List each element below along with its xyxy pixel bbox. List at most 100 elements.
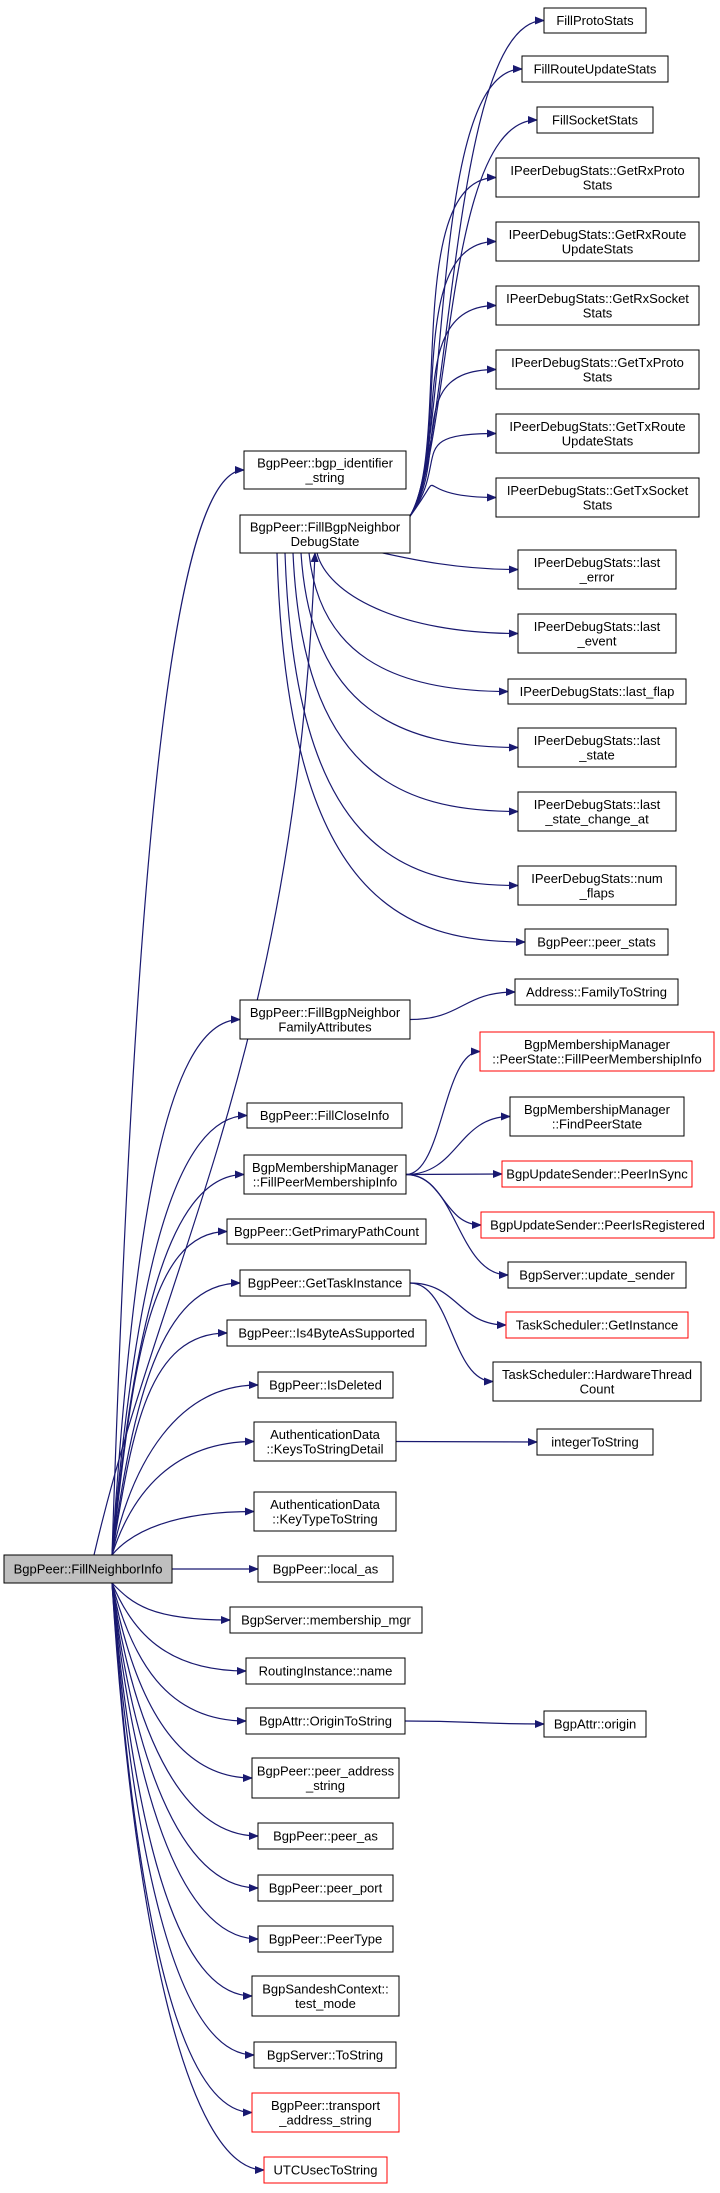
call-edge-root-to-fill_membership (111, 1170, 245, 1556)
node-ts-get-instance[interactable]: TaskScheduler::GetInstance (505, 1311, 689, 1339)
call-edge-root-to-server_tostring (111, 1582, 255, 2059)
call-edge-fill_debug-to-peer_stats (276, 552, 526, 946)
node-box (517, 865, 677, 906)
node-label-line: test_mode (295, 1996, 356, 2011)
call-edge-fill_debug-to-last_flap (308, 552, 509, 696)
node-ri-name[interactable]: RoutingInstance::name (245, 1657, 406, 1685)
node-peer-port[interactable]: BgpPeer::peer_port (257, 1874, 394, 1902)
node-last-error[interactable]: IPeerDebugStats::last_error (517, 549, 677, 590)
node-test-mode[interactable]: BgpSandeshContext::test_mode (251, 1975, 400, 2017)
node-peer-in-sync[interactable]: BgpUpdateSender::PeerInSync (501, 1160, 693, 1188)
node-label-line: RoutingInstance::name (259, 1664, 393, 1679)
node-box (495, 157, 700, 198)
node-server-tostring[interactable]: BgpServer::ToString (253, 2041, 397, 2069)
node-label-line: BgpPeer::FillCloseInfo (260, 1108, 389, 1123)
node-label-line: BgpMembershipManager (524, 1037, 671, 1052)
node-label-line: Stats (583, 177, 613, 192)
node-last-flap[interactable]: IPeerDebugStats::last_flap (507, 678, 687, 705)
node-fill-membership[interactable]: BgpMembershipManager::FillPeerMembership… (243, 1154, 407, 1195)
node-box (507, 678, 687, 705)
node-fill-close[interactable]: BgpPeer::FillCloseInfo (246, 1102, 403, 1129)
node-find-peer-state[interactable]: BgpMembershipManager::FindPeerState (509, 1096, 685, 1137)
call-edge-task_instance-to-ts_hw_thread (409, 1282, 494, 1386)
call-edge-root-to-bgp_identifier (111, 466, 245, 1556)
node-label-line: BgpUpdateSender::PeerInSync (506, 1167, 688, 1182)
node-box (521, 55, 669, 83)
node-attr-origin[interactable]: BgpAttr::origin (543, 1710, 647, 1738)
node-is-deleted[interactable]: BgpPeer::IsDeleted (257, 1371, 394, 1399)
node-label-line: integerToString (551, 1435, 638, 1450)
call-edge-root-to-is4byte (111, 1329, 228, 1556)
node-box (495, 477, 700, 518)
node-box (495, 413, 700, 454)
node-label-line: BgpSandeshContext:: (262, 1981, 388, 1996)
node-peer-address[interactable]: BgpPeer::peer_address_string (251, 1757, 400, 1799)
node-family-to-string[interactable]: Address::FamilyToString (514, 978, 679, 1006)
node-box (3, 1554, 173, 1584)
node-fill-proto[interactable]: FillProtoStats (543, 7, 647, 34)
node-is4byte[interactable]: BgpPeer::Is4ByteAsSupported (226, 1319, 427, 1347)
node-label-line: ::KeyTypeToString (272, 1511, 378, 1526)
node-label-line: BgpServer::membership_mgr (241, 1613, 411, 1628)
node-primary-path[interactable]: BgpPeer::GetPrimaryPathCount (226, 1218, 427, 1245)
node-label-line: _event (576, 633, 616, 648)
node-label-line: BgpPeer::peer_port (269, 1881, 383, 1896)
call-edge-root-to-keytype (111, 1507, 255, 1556)
call-edge-root-to-ri_name (111, 1582, 247, 1675)
node-transport-addr[interactable]: BgpPeer::transport_address_string (251, 2092, 400, 2133)
node-label-line: UpdateStats (562, 433, 634, 448)
node-keytype[interactable]: AuthenticationData::KeyTypeToString (253, 1491, 397, 1532)
call-edge-fill_debug-to-tx_proto (407, 365, 497, 520)
node-label-line: Count (580, 1381, 615, 1396)
node-fill-socket[interactable]: FillSocketStats (536, 106, 654, 134)
node-label-line: IPeerDebugStats::GetRxRoute (509, 227, 687, 242)
node-local-as[interactable]: BgpPeer::local_as (257, 1555, 394, 1583)
call-edge-root-to-fill_debug (93, 552, 319, 1556)
node-keys-detail[interactable]: AuthenticationData::KeysToStringDetail (253, 1421, 397, 1462)
node-peer-type[interactable]: BgpPeer::PeerType (257, 1925, 394, 1953)
node-label-line: ::FindPeerState (552, 1116, 642, 1131)
node-peer-as[interactable]: BgpPeer::peer_as (257, 1822, 394, 1850)
call-edge-fill_family-to-family_to_string (409, 988, 516, 1021)
node-label-line: FillRouteUpdateStats (534, 62, 657, 77)
node-label-line: FamilyAttributes (278, 1019, 372, 1034)
node-box (229, 1606, 423, 1634)
node-task-instance[interactable]: BgpPeer::GetTaskInstance (239, 1269, 411, 1297)
node-num-flaps[interactable]: IPeerDebugStats::num_flaps (517, 865, 677, 906)
node-integer-to-string[interactable]: integerToString (536, 1428, 654, 1456)
node-bgp-identifier[interactable]: BgpPeer::bgp_identifier_string (243, 450, 407, 490)
node-box (257, 1371, 394, 1399)
node-box (251, 2092, 400, 2133)
node-peer-stats[interactable]: BgpPeer::peer_stats (524, 928, 669, 956)
node-peer-is-registered[interactable]: BgpUpdateSender::PeerIsRegistered (480, 1211, 715, 1239)
node-utc[interactable]: UTCUsecToString (263, 2156, 388, 2184)
node-update-sender[interactable]: BgpServer::update_sender (507, 1261, 687, 1289)
node-label-line: UTCUsecToString (273, 2163, 377, 2178)
node-box (257, 1874, 394, 1902)
node-last-state-change[interactable]: IPeerDebugStats::last_state_change_at (517, 791, 677, 832)
call-edge-root-to-peer_type (111, 1582, 259, 1943)
node-origin-to-string[interactable]: BgpAttr::OriginToString (245, 1707, 406, 1735)
call-edges (93, 16, 545, 2174)
node-last-state[interactable]: IPeerDebugStats::last_state (517, 727, 677, 768)
node-last-event[interactable]: IPeerDebugStats::last_event (517, 613, 677, 654)
node-root[interactable]: BgpPeer::FillNeighborInfo (3, 1554, 173, 1584)
node-label-line: BgpMembershipManager (252, 1160, 399, 1175)
node-box (495, 349, 700, 390)
node-label-line: BgpPeer::local_as (273, 1562, 379, 1577)
node-box (501, 1160, 693, 1188)
node-fill-route[interactable]: FillRouteUpdateStats (521, 55, 669, 83)
node-box (257, 1822, 394, 1850)
node-membership-mgr[interactable]: BgpServer::membership_mgr (229, 1606, 423, 1634)
node-ps-fill[interactable]: BgpMembershipManager::PeerState::FillPee… (479, 1031, 715, 1072)
call-edge-root-to-peer_port (111, 1582, 259, 1892)
